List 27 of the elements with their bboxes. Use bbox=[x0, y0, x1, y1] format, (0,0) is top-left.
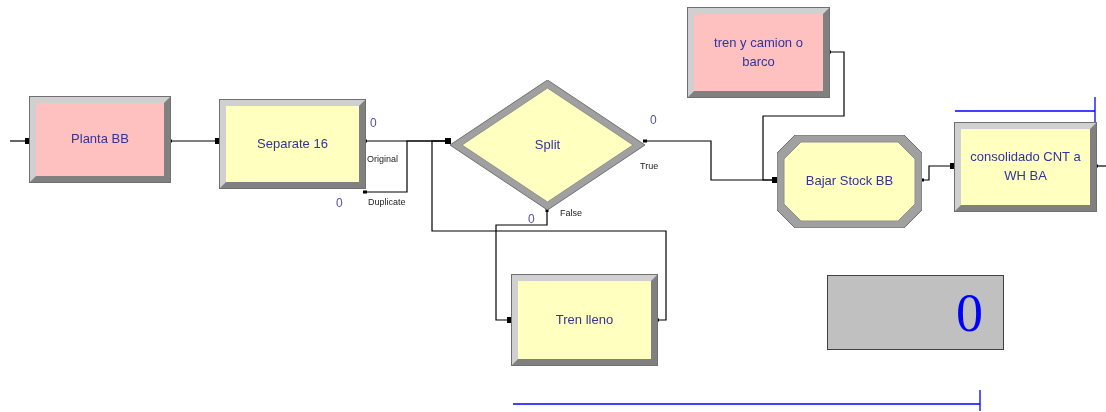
module-label: consolidado CNT a WH BA bbox=[969, 148, 1082, 185]
connector-line bbox=[762, 50, 845, 183]
counter-value: 0 bbox=[336, 197, 343, 209]
module-label: tren y camion o barco bbox=[713, 33, 804, 71]
connector-line bbox=[431, 138, 667, 322]
module-label: Tren lleno bbox=[554, 310, 615, 329]
process-box bbox=[955, 123, 1096, 211]
create-module-box bbox=[30, 97, 170, 182]
counter-value: 0 bbox=[650, 114, 657, 126]
module-label: Separate 16 bbox=[256, 134, 329, 153]
variable-display bbox=[827, 275, 1004, 350]
counter-value: 0 bbox=[370, 117, 377, 129]
module-label: Planta BB bbox=[70, 130, 130, 149]
module-label: Bajar Stock BB bbox=[804, 172, 895, 191]
module-label: Split bbox=[533, 135, 562, 154]
create-module-box bbox=[688, 8, 829, 97]
variable-value: 0 bbox=[955, 285, 984, 340]
connector-line bbox=[495, 208, 549, 323]
separate-module-box bbox=[220, 100, 365, 188]
connector-line bbox=[9, 138, 31, 144]
process-box bbox=[512, 275, 657, 365]
counter-value: 0 bbox=[528, 213, 535, 225]
edge-label: Duplicate bbox=[368, 198, 406, 207]
batch-octagon bbox=[777, 135, 922, 228]
edge-label: True bbox=[640, 162, 659, 171]
edge-label: Original bbox=[367, 155, 398, 164]
edge-label: False bbox=[560, 209, 582, 218]
